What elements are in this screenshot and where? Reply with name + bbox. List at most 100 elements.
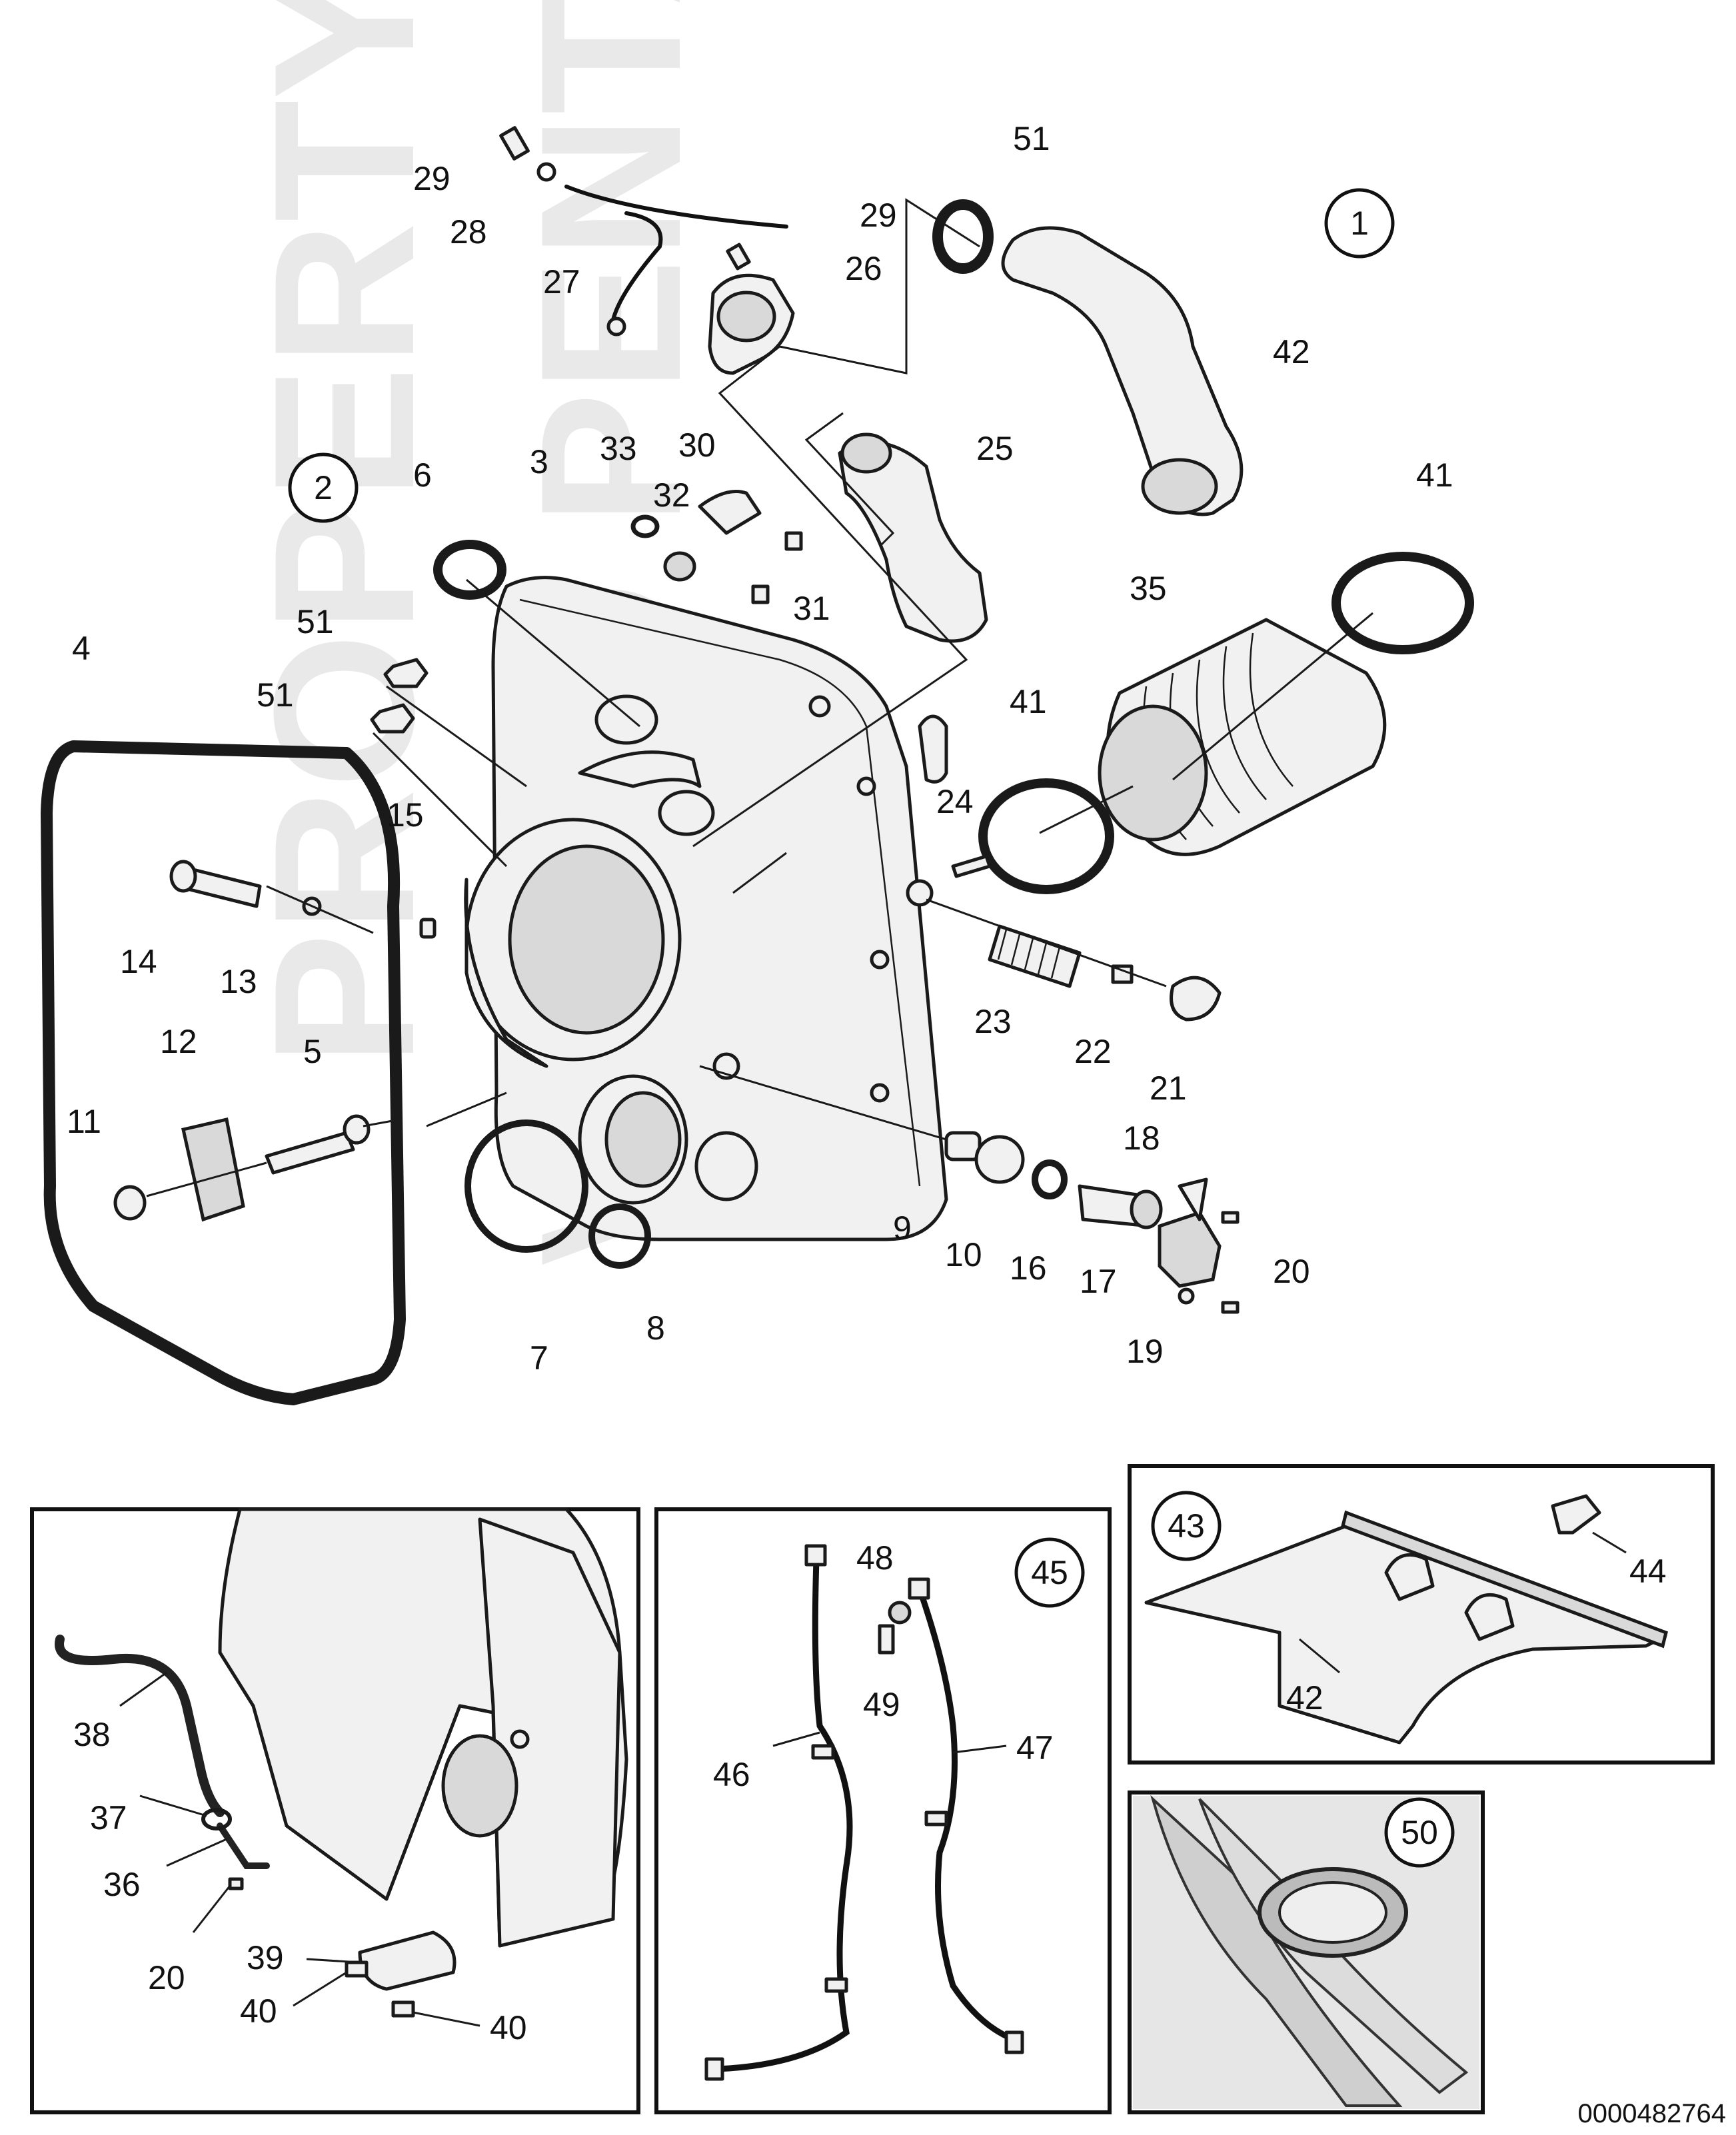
callout-35-lower: 41 bbox=[1010, 683, 1047, 720]
callout-29: 29 bbox=[860, 197, 897, 234]
housing-body bbox=[491, 576, 948, 1241]
plug-32 bbox=[663, 551, 696, 582]
ring-16 bbox=[1032, 1159, 1068, 1199]
inset-housing-flange bbox=[478, 1517, 622, 1948]
callout-11: 11 bbox=[67, 1103, 101, 1140]
shield-lug-2 bbox=[1464, 1593, 1515, 1641]
screw-31 bbox=[751, 584, 770, 604]
inset-callout-36: 36 bbox=[103, 1866, 141, 1903]
inset-callout-49: 49 bbox=[863, 1686, 900, 1723]
ring-33 bbox=[630, 514, 660, 538]
o-ring-8 bbox=[588, 1203, 651, 1269]
callout-30: 30 bbox=[678, 426, 716, 464]
inset-bottom-left: 38 37 36 20 39 40 40 bbox=[30, 1507, 640, 2114]
callouts: 29 26 51 42 25 41 35 41 24 23 22 21 18 2… bbox=[67, 120, 1453, 1377]
callout-42: 51 bbox=[1013, 120, 1050, 157]
inset-callout-38: 38 bbox=[73, 1716, 111, 1753]
bolt-40-a bbox=[345, 1960, 369, 1978]
callout-4: 4 bbox=[72, 630, 91, 667]
hose-25 bbox=[838, 440, 988, 643]
clamp-42 bbox=[932, 199, 994, 274]
inset-callout-20: 20 bbox=[148, 1959, 185, 1996]
bell-lip bbox=[464, 878, 548, 1068]
clip-13 bbox=[302, 896, 322, 916]
hose-41 bbox=[1001, 226, 1244, 516]
bellows-34 bbox=[1098, 618, 1387, 856]
inset-callout-40-a: 40 bbox=[240, 1992, 277, 2030]
nut-48 bbox=[888, 1601, 912, 1625]
reference-number: 0000482764 bbox=[1578, 2099, 1726, 2128]
callout-32: 32 bbox=[653, 476, 690, 514]
inset-opening bbox=[441, 1734, 518, 1838]
callout-24: 24 bbox=[936, 783, 974, 820]
callout-27: 27 bbox=[543, 263, 580, 301]
inset-bolt bbox=[510, 1729, 530, 1749]
shield-42 bbox=[1144, 1524, 1661, 1745]
inset-callout-48: 48 bbox=[856, 1539, 894, 1577]
bracket-30 bbox=[698, 490, 762, 535]
spring-23 bbox=[988, 924, 1082, 988]
inset-callout-44: 44 bbox=[1629, 1553, 1667, 1590]
cable-46 bbox=[713, 1556, 853, 2072]
callout-9: 9 bbox=[893, 1209, 912, 1247]
plate-12 bbox=[181, 1117, 245, 1222]
bushing-10 bbox=[974, 1135, 1025, 1184]
inset-callout-39: 39 bbox=[247, 1939, 284, 1976]
callout-21: 21 bbox=[1150, 1069, 1187, 1107]
inset-callout-46: 46 bbox=[713, 1756, 750, 1793]
bolt-hole-3 bbox=[870, 950, 890, 970]
shield-42-edge bbox=[1341, 1510, 1668, 1649]
main-assembly bbox=[41, 126, 1474, 1405]
callout-34: 35 bbox=[1130, 570, 1167, 607]
callout-25: 25 bbox=[976, 430, 1014, 467]
screw-20-inset bbox=[228, 1877, 244, 1890]
housing-flange-edge bbox=[519, 598, 921, 1187]
clamp-35-lower bbox=[978, 778, 1114, 894]
o-ring-7 bbox=[464, 1119, 588, 1253]
inset-marker-50: 50 bbox=[1401, 1814, 1438, 1851]
inset-top-right: 42 44 43 bbox=[1128, 1464, 1715, 1765]
screw-20 bbox=[1221, 1301, 1240, 1314]
pin-14-head bbox=[169, 860, 197, 893]
callout-19: 19 bbox=[1126, 1333, 1164, 1370]
inset-callout-47: 47 bbox=[1016, 1729, 1054, 1767]
cable-46-tie-2 bbox=[824, 1977, 848, 1993]
bolt-hole-2 bbox=[856, 776, 876, 796]
svg-text:1: 1 bbox=[1350, 205, 1369, 242]
callout-18: 18 bbox=[1123, 1119, 1160, 1157]
callout-41: 42 bbox=[1273, 333, 1310, 370]
callout-17: 17 bbox=[1080, 1263, 1117, 1300]
clamp-35-upper bbox=[1331, 552, 1474, 654]
nut-51-a bbox=[383, 658, 429, 688]
sender-bracket bbox=[1178, 1177, 1208, 1221]
photo-flange-inner bbox=[1278, 1881, 1387, 1944]
svg-text:2: 2 bbox=[314, 469, 333, 506]
inset-marker-45: 45 bbox=[1031, 1554, 1068, 1591]
lower-opening-left-inner bbox=[604, 1091, 682, 1188]
shield-lug-1 bbox=[1384, 1553, 1435, 1601]
callout-51-lower: 51 bbox=[257, 676, 294, 714]
sensor-17-end bbox=[1130, 1189, 1163, 1229]
callout-15: 15 bbox=[387, 796, 424, 834]
side-hole-1 bbox=[906, 879, 934, 907]
inset-marker-43-circle bbox=[1151, 1491, 1222, 1561]
cap-21 bbox=[1170, 976, 1222, 1022]
inset-callout-40-b: 40 bbox=[490, 2009, 527, 2046]
cable-46-tie-1 bbox=[811, 1744, 835, 1760]
inset-marker-43: 43 bbox=[1168, 1507, 1205, 1545]
upper-port bbox=[658, 790, 715, 836]
screw-29-b bbox=[726, 243, 751, 271]
wire-27 bbox=[564, 185, 788, 322]
nut-51-b bbox=[370, 703, 415, 734]
washer-28 bbox=[536, 162, 556, 182]
callout-35-upper: 41 bbox=[1416, 456, 1453, 494]
callout-29-a: 29 bbox=[413, 160, 450, 197]
plug-15 bbox=[419, 918, 436, 939]
callout-10: 10 bbox=[945, 1236, 982, 1273]
hose-25-end bbox=[840, 432, 892, 474]
callout-13: 13 bbox=[220, 963, 257, 1000]
hose-41-end bbox=[1141, 458, 1218, 515]
stud-5-head bbox=[343, 1114, 371, 1145]
inset-callout-37: 37 bbox=[90, 1799, 127, 1836]
